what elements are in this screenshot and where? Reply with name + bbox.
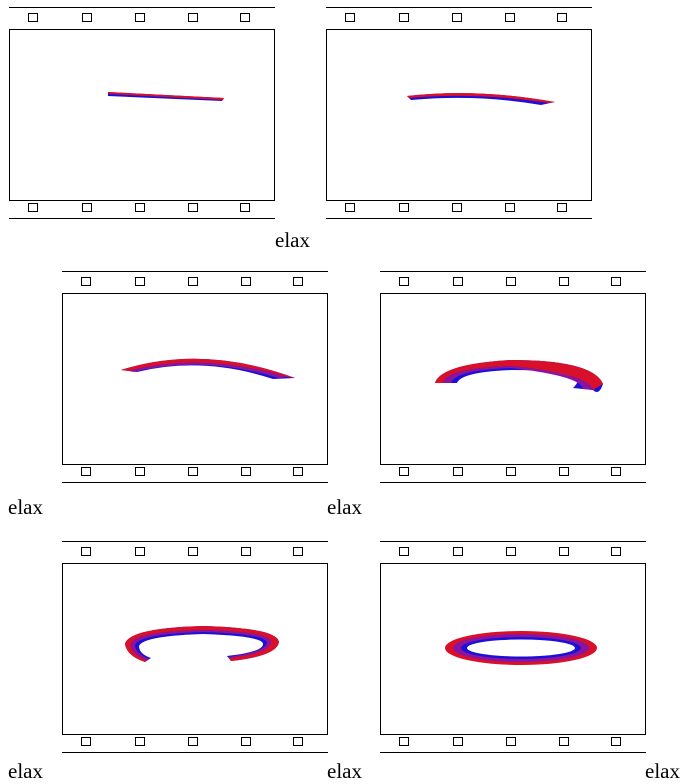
perforation-hole [453,467,463,476]
perforation-hole [293,547,303,556]
perforation-hole [241,547,251,556]
perforation-hole [505,13,515,22]
film-bottom-rule [380,482,646,483]
film-bottom-rule [380,752,646,753]
frame-caption: elax [8,496,43,518]
film-top-rule [326,7,592,8]
frame-image-1 [9,29,275,201]
perforation-hole [135,467,145,476]
perforation-hole [611,547,621,556]
perforation-hole [81,737,91,746]
deforming-strip-wider-arc [63,294,327,464]
film-top-rule [62,541,328,542]
perforation-hole [452,13,462,22]
perforation-hole [557,203,567,212]
perforation-hole [188,547,198,556]
perforation-hole [453,277,463,286]
deforming-strip-open-ring [63,564,327,734]
perforation-hole [559,467,569,476]
perforation-hole [293,737,303,746]
deforming-strip-deep-arc [381,294,645,464]
perforation-hole [135,277,145,286]
perforation-hole [399,203,409,212]
perforation-hole [135,203,145,212]
perforation-hole [559,547,569,556]
frame-image-4 [380,293,646,465]
frame-image-6 [380,563,646,735]
film-frame-6 [380,541,646,753]
perforation-hole [452,203,462,212]
deforming-strip-straight [10,30,274,200]
perforation-hole [188,467,198,476]
frame-image-5 [62,563,328,735]
perforation-hole [345,203,355,212]
perforation-hole [506,737,516,746]
perforation-hole [453,547,463,556]
film-top-rule [62,271,328,272]
perforation-hole [240,203,250,212]
frame-image-2 [326,29,592,201]
perforation-hole [28,13,38,22]
perforation-hole [399,13,409,22]
perforation-hole [240,13,250,22]
frame-image-3 [62,293,328,465]
perforation-hole [505,203,515,212]
perforation-hole [293,277,303,286]
frame-caption: elax [645,760,680,782]
perforation-hole [557,13,567,22]
frame-caption: elax [327,496,362,518]
perforation-hole [611,277,621,286]
perforation-hole [399,547,409,556]
perforation-hole [82,13,92,22]
perforation-hole [188,13,198,22]
film-top-rule [380,541,646,542]
perforation-hole [345,13,355,22]
perforation-hole [506,547,516,556]
perforation-hole [399,277,409,286]
perforation-hole [28,203,38,212]
film-top-rule [9,7,275,8]
perforation-hole [611,467,621,476]
perforation-hole [241,277,251,286]
perforation-hole [293,467,303,476]
perforation-hole [559,277,569,286]
frame-caption: elax [8,760,43,782]
film-bottom-rule [62,482,328,483]
perforation-hole [506,467,516,476]
film-bottom-rule [9,218,275,219]
perforation-hole [188,737,198,746]
film-top-rule [380,271,646,272]
film-frame-5 [62,541,328,753]
perforation-hole [135,737,145,746]
deforming-strip-slight-arc [327,30,591,200]
perforation-hole [399,467,409,476]
film-frame-2 [326,7,592,219]
perforation-hole [506,277,516,286]
film-bottom-rule [62,752,328,753]
perforation-hole [188,277,198,286]
frame-caption: elax [275,229,310,251]
perforation-hole [399,737,409,746]
perforation-hole [82,203,92,212]
perforation-hole [559,737,569,746]
perforation-hole [241,737,251,746]
film-bottom-rule [326,218,592,219]
perforation-hole [188,203,198,212]
perforation-hole [611,737,621,746]
frame-caption: elax [327,760,362,782]
perforation-hole [453,737,463,746]
perforation-hole [81,467,91,476]
perforation-hole [135,13,145,22]
film-frame-3 [62,271,328,483]
perforation-hole [135,547,145,556]
deforming-strip-closed-ring [381,564,645,734]
perforation-hole [241,467,251,476]
perforation-hole [81,277,91,286]
film-frame-4 [380,271,646,483]
perforation-hole [81,547,91,556]
film-frame-1 [9,7,275,219]
